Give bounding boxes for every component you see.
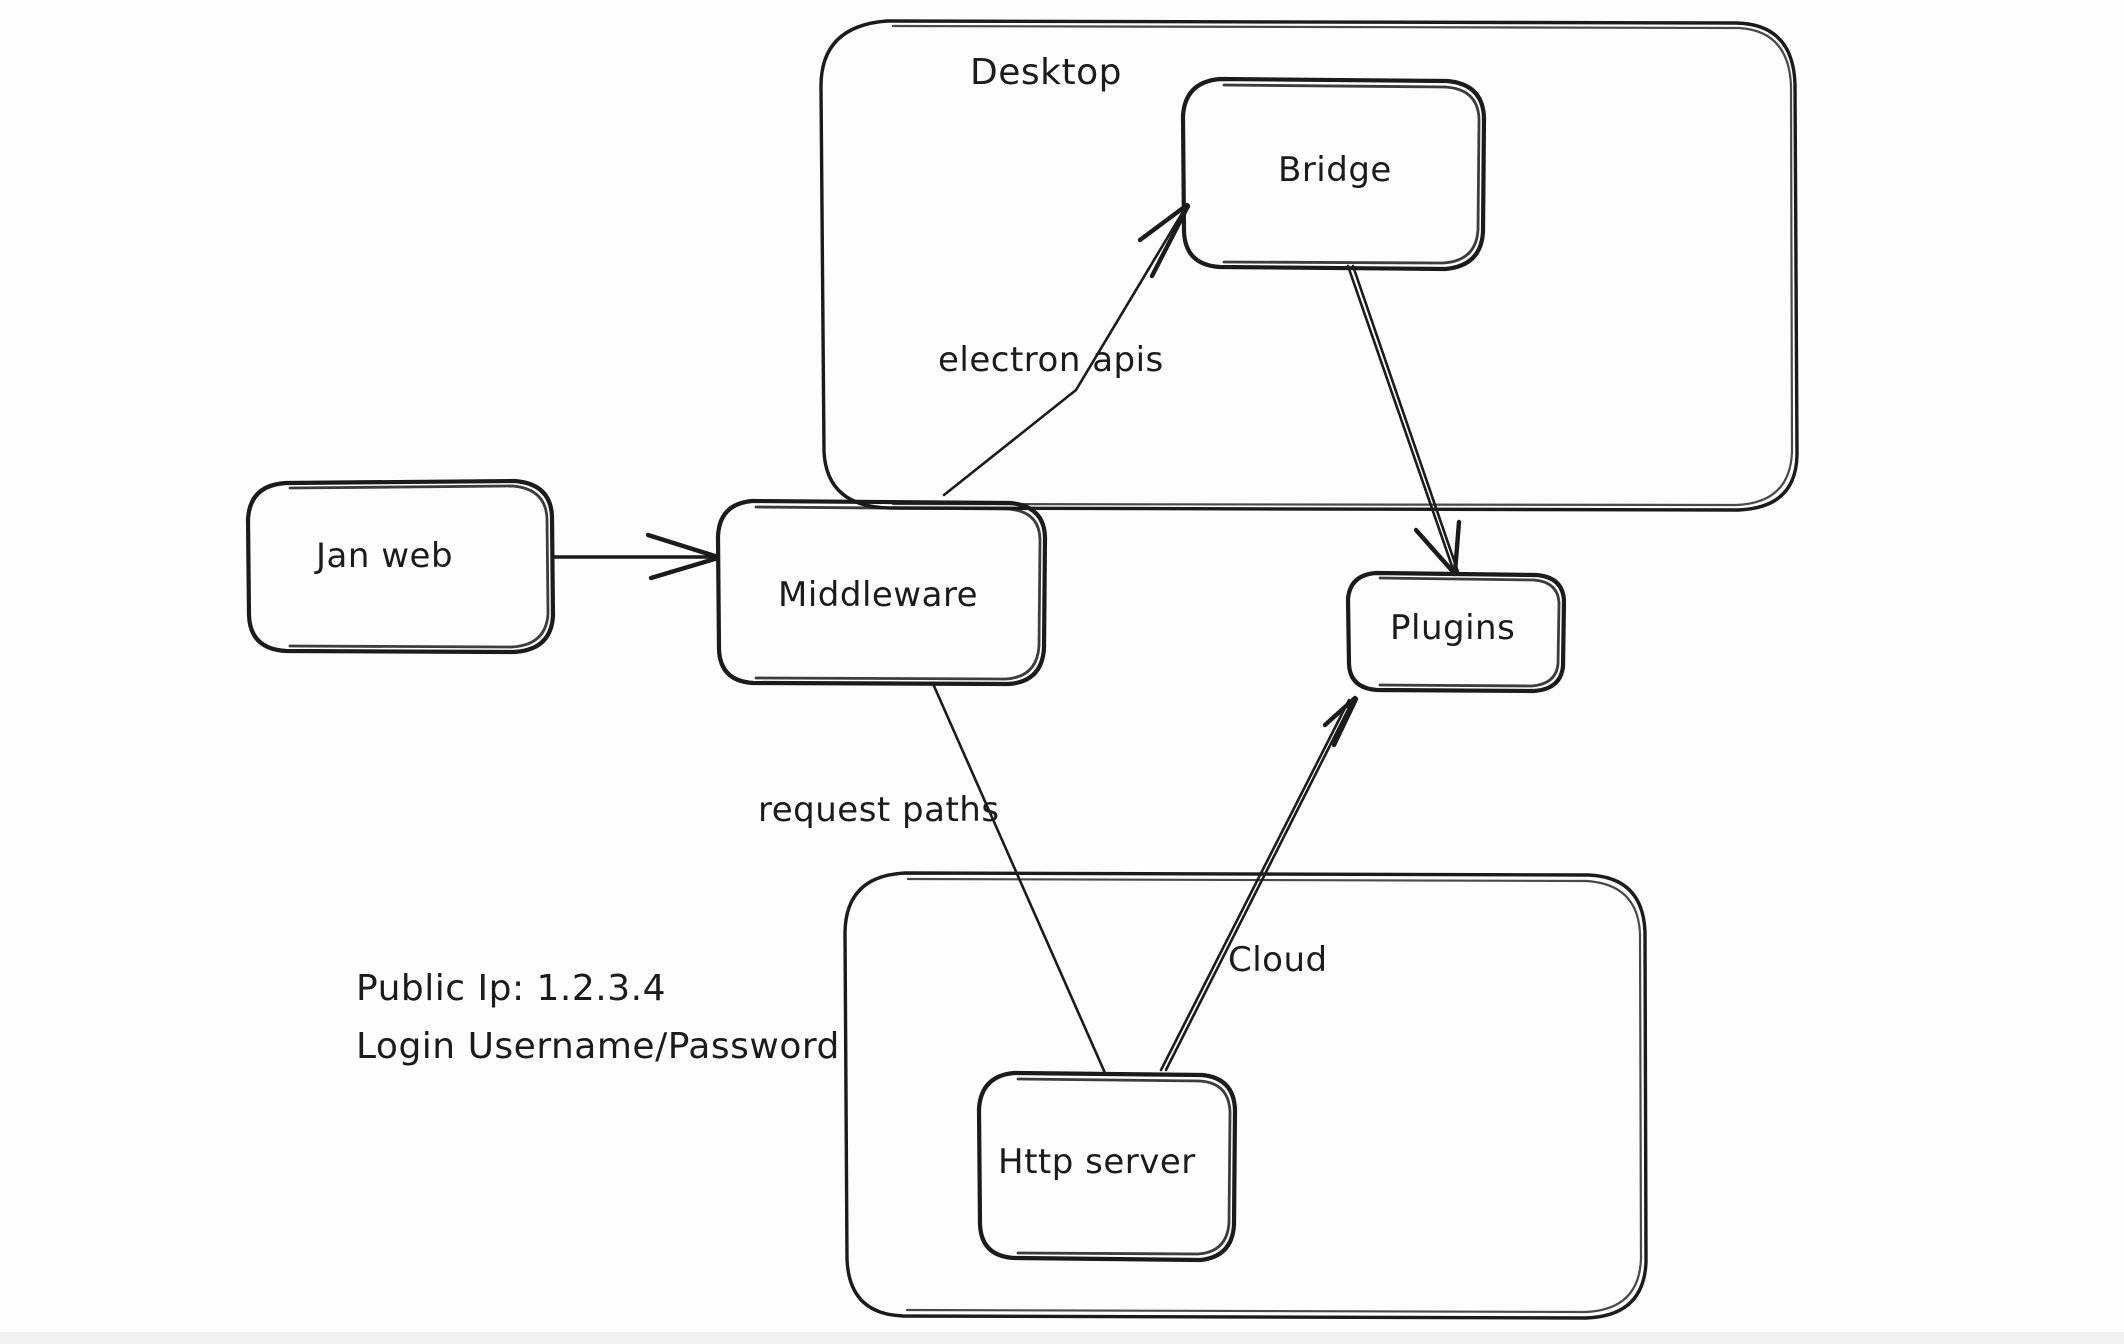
note-login-credentials: Login Username/Password [356, 1026, 840, 1067]
edge-httpserver-to-plugins [1159, 695, 1359, 1072]
edge-bridge-to-plugins [1346, 264, 1462, 577]
node-box-middleware[interactable] [715, 498, 1048, 687]
edge-label-cloud: Cloud [1228, 940, 1328, 980]
node-box-http-server[interactable] [976, 1070, 1238, 1263]
node-label-plugins: Plugins [1390, 608, 1516, 648]
node-box-bridge[interactable] [1180, 76, 1487, 272]
node-label-bridge: Bridge [1278, 150, 1392, 190]
edge-middleware-to-bridge [942, 202, 1191, 497]
edge-middleware-to-httpserver [932, 684, 1107, 1075]
node-label-middleware: Middleware [778, 575, 979, 615]
group-label-desktop: Desktop [970, 52, 1122, 93]
edge-janweb-to-middleware [551, 532, 721, 581]
node-label-http-server: Http server [998, 1142, 1196, 1182]
node-box-plugins[interactable] [1345, 570, 1567, 694]
edge-label-electron-apis: electron apis [938, 340, 1164, 380]
group-desktop [819, 19, 1799, 512]
group-cloud [843, 871, 1648, 1320]
node-box-jan-web[interactable] [245, 478, 556, 655]
edge-label-request-paths: request paths [758, 790, 1000, 830]
node-label-jan-web: Jan web [316, 536, 454, 576]
note-public-ip: Public Ip: 1.2.3.4 [356, 968, 666, 1009]
bottom-edge-strip [0, 1332, 2124, 1344]
